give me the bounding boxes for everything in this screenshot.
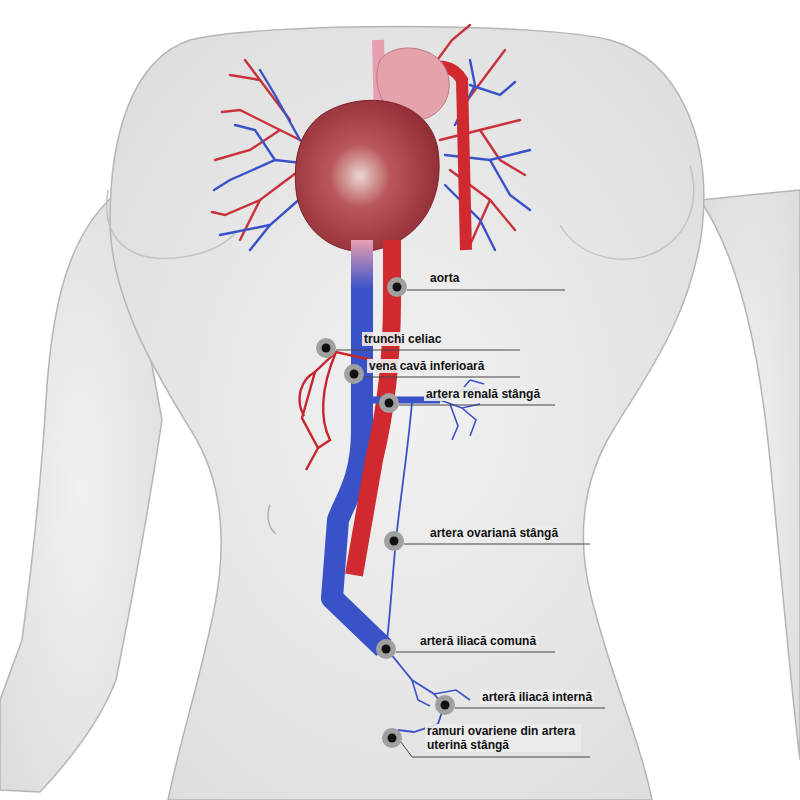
- breast-outline: [107, 190, 236, 258]
- breast-outline: [560, 165, 694, 259]
- celiac-trunk: [300, 352, 372, 470]
- navel: [268, 505, 276, 534]
- part-label: ramuri ovariene din artera uterină stâng…: [425, 724, 581, 752]
- right-arm: [700, 190, 800, 760]
- part-label: artera renală stângă: [424, 387, 542, 401]
- ovarian-vessel: [386, 402, 444, 732]
- leader-lines: [336, 290, 605, 757]
- marker-dots: [316, 277, 455, 748]
- part-label: trunchi celiac: [362, 332, 443, 346]
- torso: [110, 27, 704, 800]
- heart: [295, 100, 439, 251]
- part-label: aorta: [428, 271, 461, 285]
- part-label: vena cavă inferioară: [367, 359, 486, 373]
- part-label: arteră iliacă internă: [480, 690, 594, 704]
- part-label: arteră iliacă comună: [418, 634, 538, 648]
- part-label: artera ovariană stângă: [428, 526, 560, 540]
